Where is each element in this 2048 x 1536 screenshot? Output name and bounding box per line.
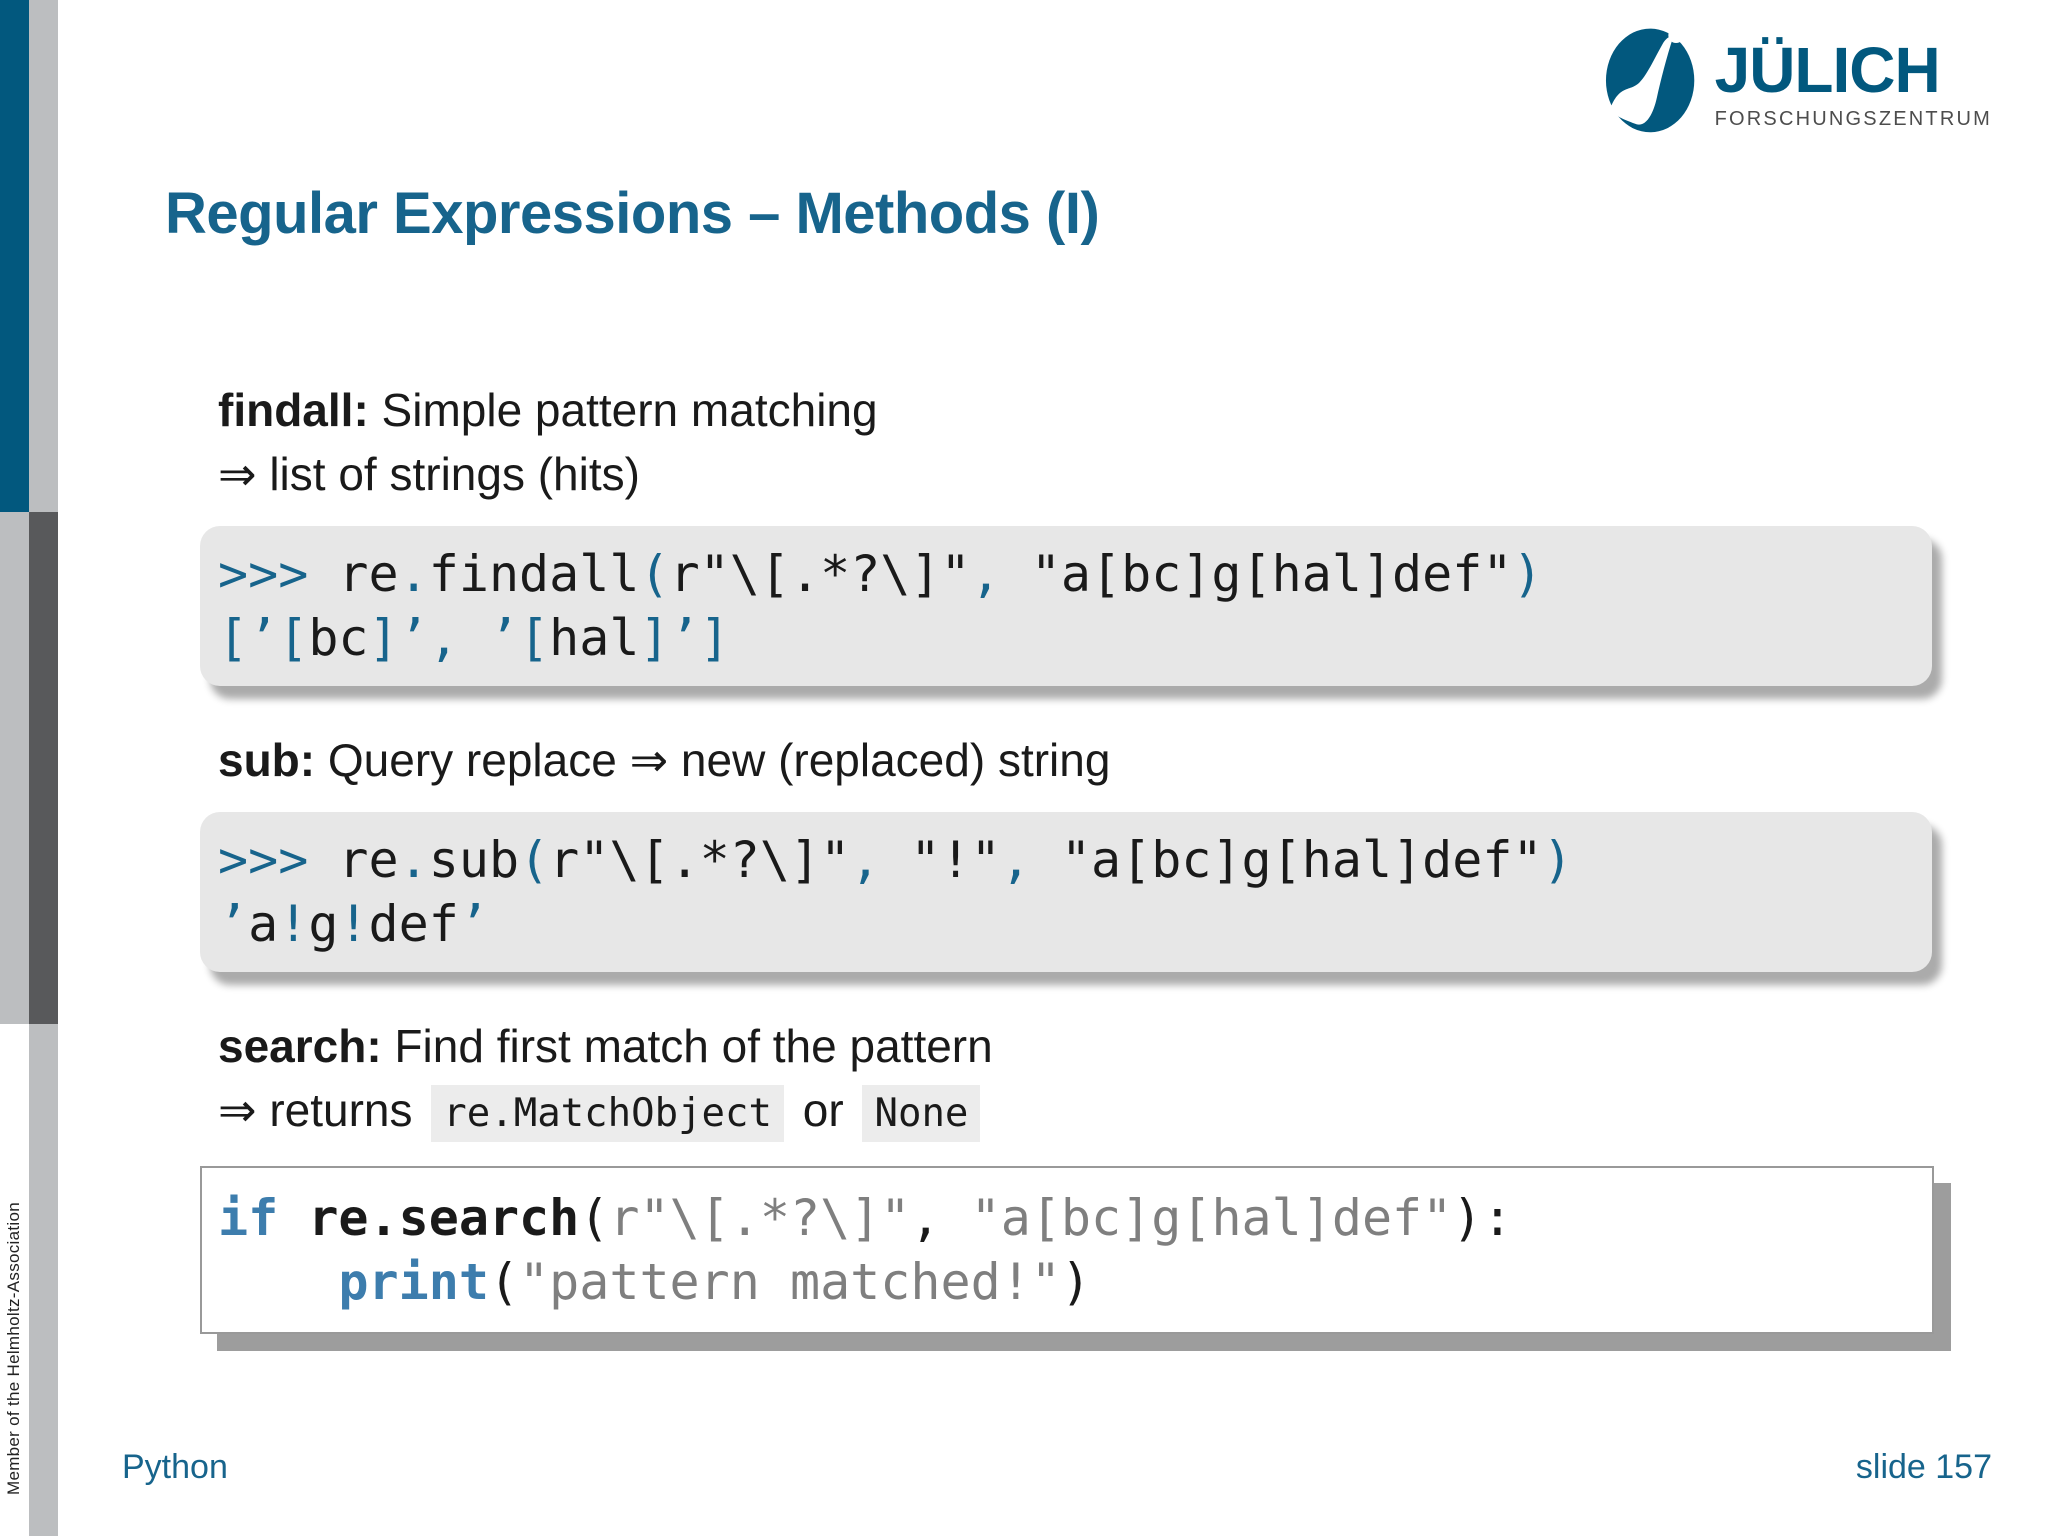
footer-topic: Python xyxy=(122,1448,228,1486)
sidebar-bar-teal xyxy=(0,0,29,512)
sidebar-bar-light-gray-mid xyxy=(0,512,29,1024)
code-line: ’a!g!def’ xyxy=(218,895,489,953)
code-block: >>> re.sub(r"\[.*?\]", "!", "a[bc]g[hal]… xyxy=(200,812,1932,972)
code-block: >>> re.findall(r"\[.*?\]", "a[bc]g[hal]d… xyxy=(200,526,1932,686)
code-line: >>> re.sub(r"\[.*?\]", "!", "a[bc]g[hal]… xyxy=(218,831,1573,889)
section-heading: search: Find first match of the pattern⇒… xyxy=(218,1014,1960,1146)
julich-logo-icon xyxy=(1605,27,1694,133)
julich-logo: JÜLICH FORSCHUNGSZENTRUM xyxy=(1605,24,1992,134)
logo-name: JÜLICH xyxy=(1714,34,1941,106)
section-heading: sub: Query replace ⇒ new (replaced) stri… xyxy=(218,734,1111,786)
page-title: Regular Expressions – Methods (I) xyxy=(165,181,1100,246)
section-heading: findall: Simple pattern matching⇒ list o… xyxy=(218,384,878,500)
code-line: print("pattern matched!") xyxy=(338,1253,1092,1311)
sections: findall: Simple pattern matching⇒ list o… xyxy=(200,378,1960,1376)
sidebar-bar-light-gray-top xyxy=(29,0,58,512)
logo-subtitle: FORSCHUNGSZENTRUM xyxy=(1714,108,1992,130)
code-line: if re.search(r"\[.*?\]", "a[bc]g[hal]def… xyxy=(218,1189,1513,1247)
footer-slide-number: slide 157 xyxy=(1855,1448,1992,1486)
sidebar-bar-light-gray-bottom xyxy=(29,1024,58,1536)
code-line: [’[bc]’, ’[hal]’] xyxy=(218,609,730,667)
code-line: >>> re.findall(r"\[.*?\]", "a[bc]g[hal]d… xyxy=(218,545,1543,603)
code-block: if re.search(r"\[.*?\]", "a[bc]g[hal]def… xyxy=(200,1166,1934,1334)
sidebar-bar-dark-gray xyxy=(29,512,58,1024)
helmholtz-association-vertical-text: Member of the Helmholtz-Association xyxy=(4,1201,23,1495)
